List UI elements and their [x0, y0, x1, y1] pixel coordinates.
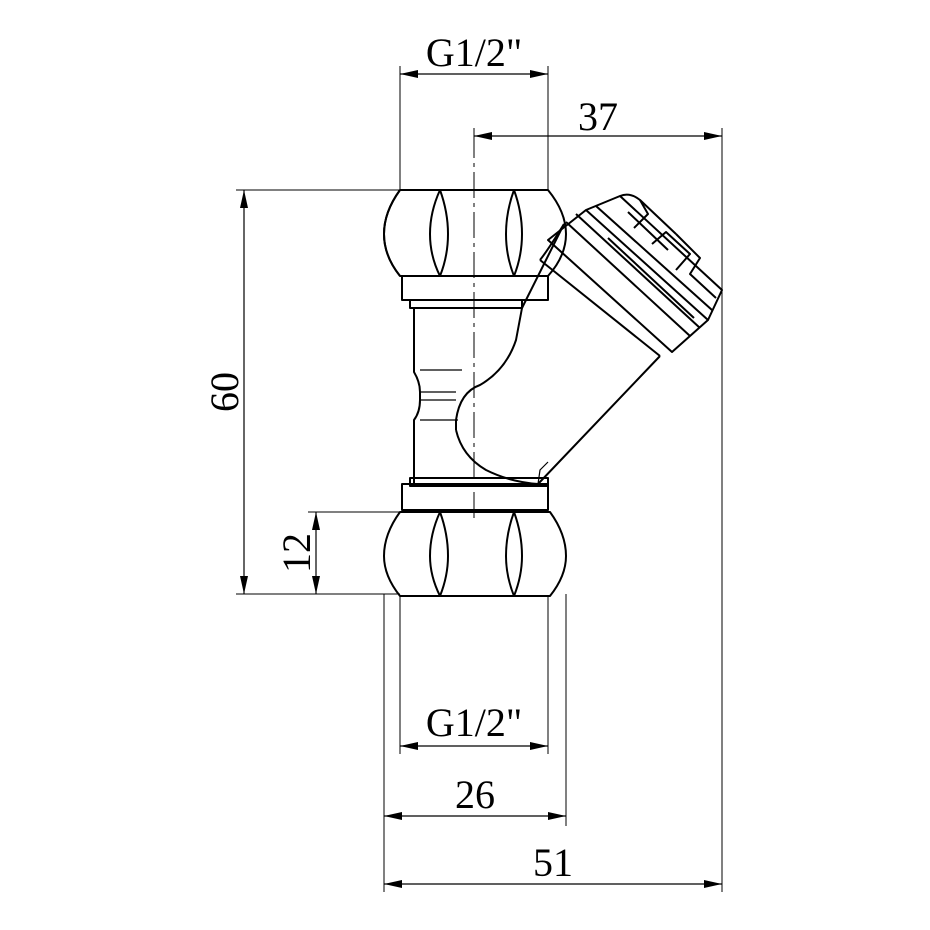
bottom-thread-label: G1/2"	[426, 700, 522, 745]
strainer-body	[409, 223, 661, 485]
dimension-top-thread: G1/2"	[399, 30, 549, 190]
total-width-label: 51	[533, 840, 573, 885]
dimension-total-width: 51	[384, 840, 722, 888]
dimension-top-offset: 37	[473, 94, 723, 892]
top-hex-nut	[383, 189, 567, 301]
top-thread-label: G1/2"	[426, 30, 522, 75]
dimension-height: 60	[202, 189, 400, 595]
nut-width-label: 26	[455, 772, 495, 817]
bottom-hex-nut	[383, 477, 567, 597]
top-offset-label: 37	[578, 94, 618, 139]
height-label: 60	[202, 372, 247, 412]
dimension-nut-width: 26	[383, 594, 567, 892]
dimension-bottom-thread: G1/2"	[399, 596, 549, 754]
dimension-nut-height: 12	[274, 511, 400, 594]
nut-height-label: 12	[274, 533, 319, 573]
filter-cap	[547, 193, 723, 353]
